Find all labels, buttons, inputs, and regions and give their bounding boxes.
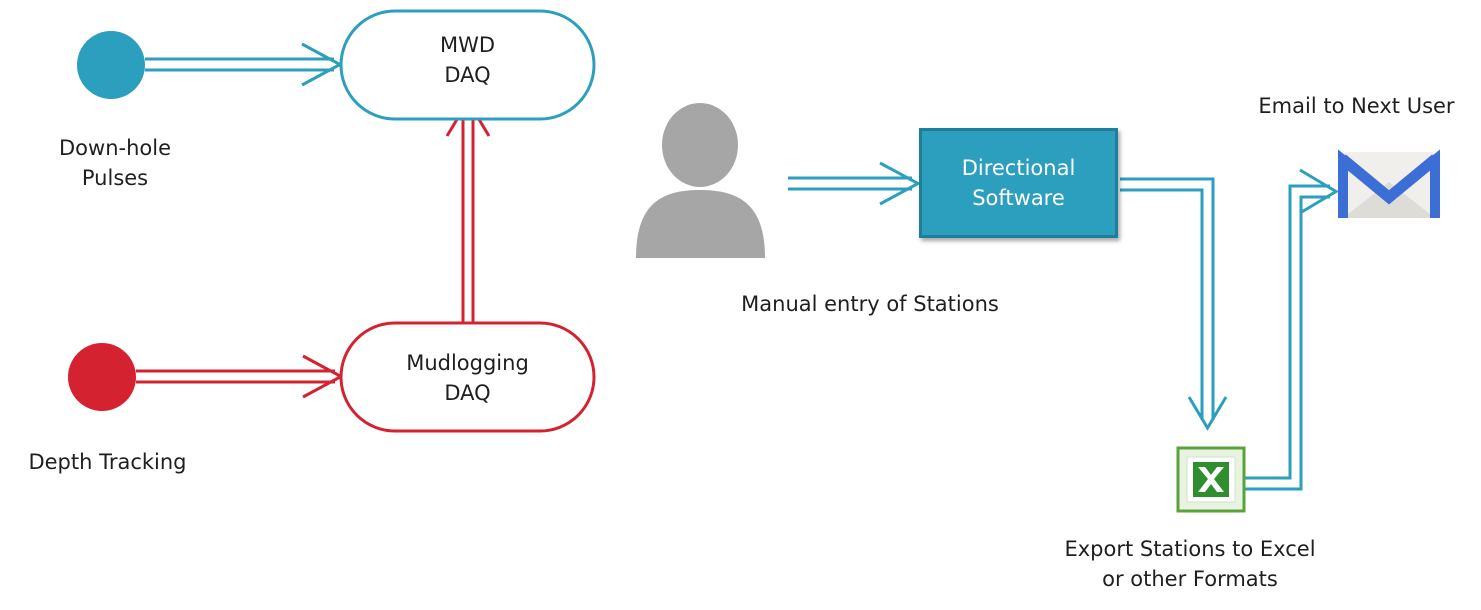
downhole-pulses-node <box>77 31 145 99</box>
directional-line1: Directional <box>961 156 1076 180</box>
export-label: Export Stations to Excel or other Format… <box>1040 534 1340 594</box>
downhole-line2: Pulses <box>81 166 149 190</box>
mudlogging-daq-line2: DAQ <box>444 381 491 405</box>
arrow-downhole-to-mwd <box>145 42 344 87</box>
arrow-depth-to-mudlogging <box>136 354 345 399</box>
gmail-icon <box>1338 149 1440 218</box>
mudlogging-daq-line1: Mudlogging <box>406 351 529 375</box>
mudlogging-daq-node <box>339 321 596 433</box>
mwd-daq-label: MWD DAQ <box>341 30 594 90</box>
downhole-line1: Down-hole <box>59 136 171 160</box>
mudlogging-daq-label: Mudlogging DAQ <box>341 348 594 408</box>
depth-tracking-node <box>68 343 136 411</box>
arrow-excel-to-email <box>1245 168 1339 491</box>
arrow-software-to-excel <box>1120 177 1228 431</box>
export-line2: or other Formats <box>1102 567 1278 591</box>
excel-icon <box>1176 446 1246 513</box>
downhole-pulses-label: Down-hole Pulses <box>30 133 200 193</box>
directional-software-node: Directional Software <box>919 128 1118 238</box>
mwd-daq-node <box>339 9 596 121</box>
depth-tracking-label: Depth Tracking <box>28 450 187 474</box>
directional-software-label: Directional Software <box>922 153 1115 213</box>
mwd-daq-line1: MWD <box>439 33 496 57</box>
arrow-mudlogging-to-mwd <box>445 98 491 323</box>
export-line1: Export Stations to Excel <box>1064 537 1316 561</box>
email-label: Email to Next User <box>1258 94 1455 118</box>
mwd-daq-line2: DAQ <box>444 63 491 87</box>
arrow-person-to-software <box>788 161 922 206</box>
directional-line2: Software <box>972 186 1065 210</box>
manual-entry-label: Manual entry of Stations <box>741 292 999 316</box>
person-icon <box>636 103 765 258</box>
